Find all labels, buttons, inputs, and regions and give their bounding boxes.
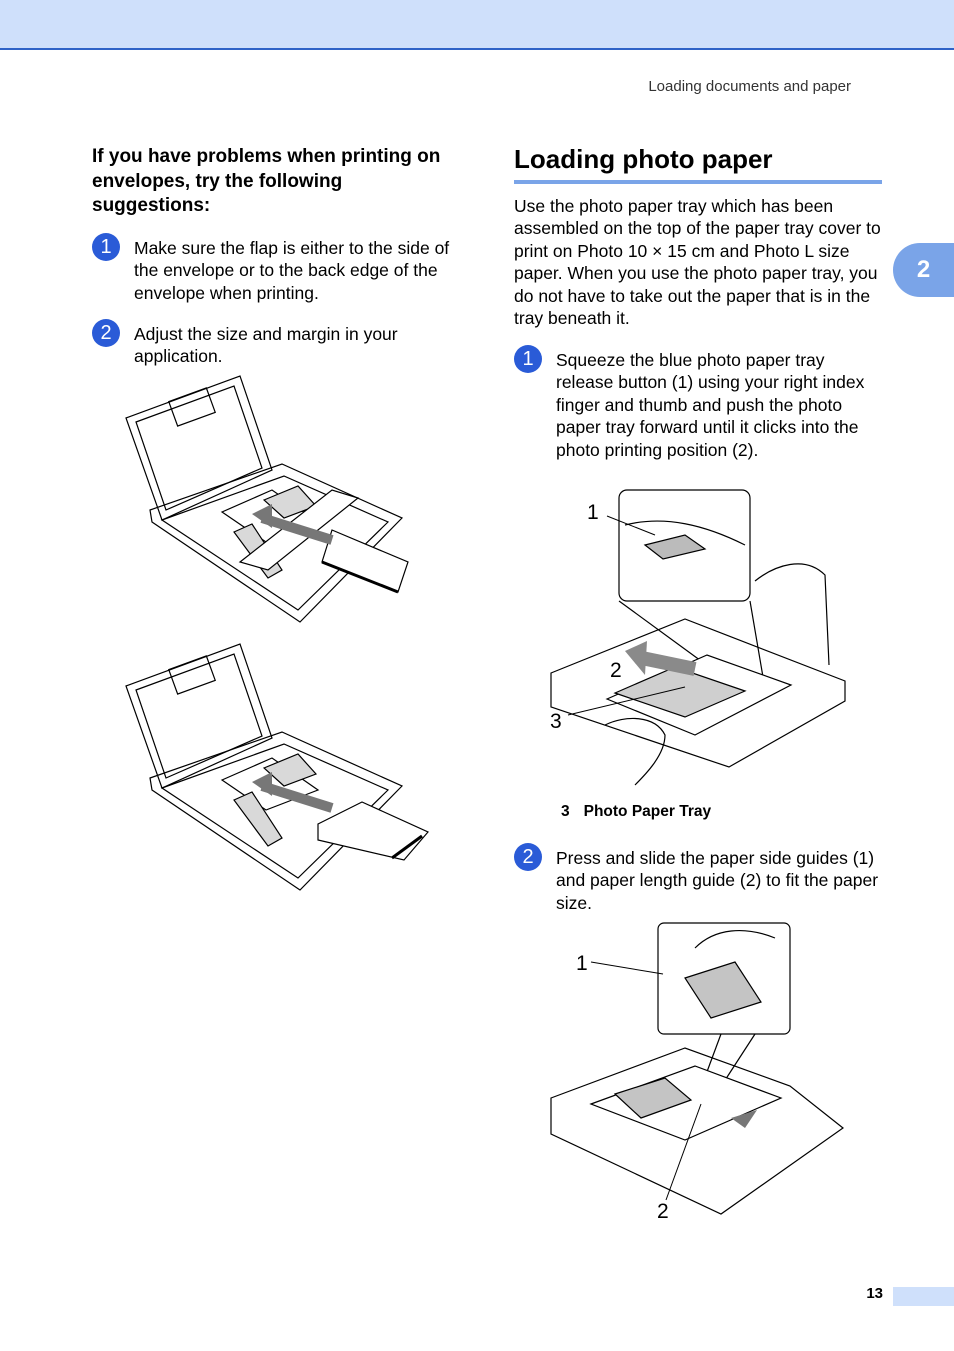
caption-number: 3	[561, 803, 570, 820]
right-step-2: 2 Press and slide the paper side guides …	[514, 843, 886, 914]
step-text: Make sure the flap is either to the side…	[134, 238, 450, 303]
callout-1: 1	[576, 952, 588, 975]
step-text: Press and slide the paper side guides (1…	[556, 848, 879, 913]
callout-3: 3	[550, 710, 562, 733]
step-number-badge: 2	[514, 843, 542, 871]
right-step-1: 1 Squeeze the blue photo paper tray rele…	[514, 345, 886, 461]
callout-1: 1	[587, 501, 599, 524]
caption-text: Photo Paper Tray	[583, 803, 712, 820]
envelope-tray-illustration-1	[122, 372, 432, 634]
paper-guides-illustration: 1 2	[545, 918, 850, 1223]
step-text: Squeeze the blue photo paper tray releas…	[556, 350, 865, 460]
section-title: Loading photo paper	[514, 143, 882, 184]
step-number-badge: 1	[92, 233, 120, 261]
intro-paragraph: Use the photo paper tray which has been …	[514, 196, 881, 329]
chapter-tab: 2	[893, 243, 954, 297]
troubleshooting-heading: If you have problems when printing on en…	[92, 146, 441, 216]
photo-paper-tray-illustration: 1 2 3	[545, 485, 850, 795]
step-text: Adjust the size and margin in your appli…	[134, 324, 398, 367]
running-head: Loading documents and paper	[648, 78, 851, 95]
callout-2: 2	[657, 1200, 669, 1223]
footer-band	[893, 1287, 954, 1306]
step-number-badge: 1	[514, 345, 542, 373]
left-step-2: 2 Adjust the size and margin in your app…	[92, 319, 464, 368]
envelope-tray-illustration-2	[122, 640, 432, 902]
step-number-badge: 2	[92, 319, 120, 347]
figure-caption: 3 Photo Paper Tray	[561, 803, 711, 821]
page-number: 13	[866, 1285, 883, 1302]
left-step-1: 1 Make sure the flap is either to the si…	[92, 233, 464, 304]
header-band	[0, 0, 954, 50]
callout-2: 2	[610, 659, 622, 682]
